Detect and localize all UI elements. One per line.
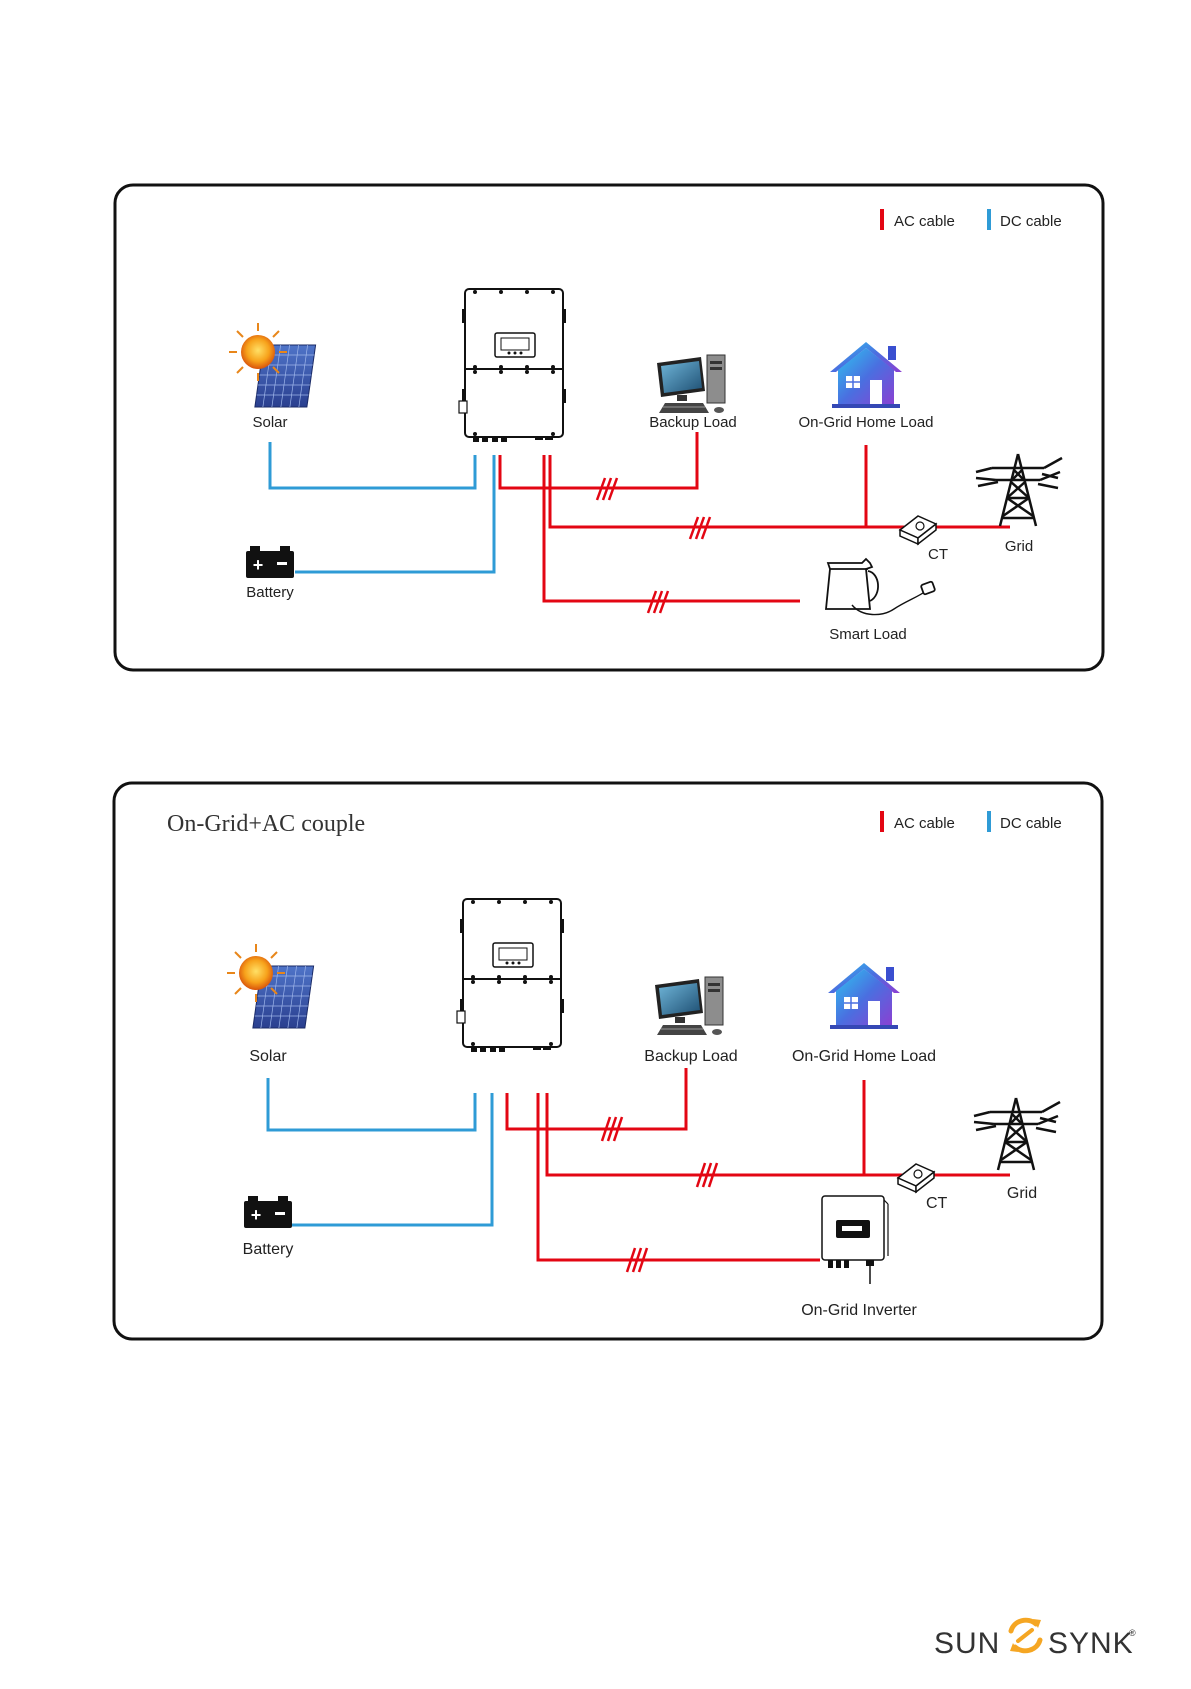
ac-cable-legend-swatch [880, 209, 884, 230]
ac-cable-legend-label: AC cable [894, 213, 955, 230]
ac-phase-marks-2 [602, 1117, 717, 1272]
logo-text-left: SUN [934, 1627, 1000, 1660]
house-icon [830, 342, 902, 408]
diagram-2: On-Grid+AC couple AC cable DC cable Sola… [114, 783, 1102, 1339]
grid-label: Grid [1005, 538, 1033, 555]
dc-cables-2 [268, 1078, 492, 1225]
legend-2: AC cable DC cable [880, 811, 1062, 832]
solar-panel-icon [227, 944, 314, 1028]
pylon-icon [974, 1098, 1060, 1170]
dc-cable-legend-label: DC cable [1000, 815, 1062, 832]
backup-load-label: Backup Load [644, 1048, 737, 1065]
phase-mark [697, 1163, 717, 1187]
ac-cables-2 [507, 1068, 1010, 1260]
legend-1: AC cable DC cable [880, 209, 1062, 230]
diagram-1: AC cable DC cable Solar Battery Backup L… [115, 185, 1103, 670]
logo-mark-icon [1010, 1619, 1041, 1652]
battery-icon [246, 546, 294, 578]
smart-load-label: Smart Load [829, 626, 907, 643]
dc-cable-legend-swatch [987, 811, 991, 832]
kettle-icon [826, 559, 935, 615]
ct-label: CT [928, 546, 948, 563]
battery-icon [244, 1196, 292, 1228]
house-icon [828, 963, 900, 1029]
home-load-label: On-Grid Home Load [792, 1048, 936, 1065]
computer-icon [657, 355, 725, 413]
battery-label: Battery [246, 584, 294, 601]
hybrid-inverter-icon [457, 899, 564, 1052]
ac-cable-legend-label: AC cable [894, 815, 955, 832]
phase-mark [648, 591, 668, 613]
ct-label: CT [926, 1195, 948, 1212]
ac-cables-1 [500, 432, 1010, 601]
solar-dc-cable [270, 442, 475, 488]
hybrid-inverter-icon [459, 289, 566, 442]
dc-cables-1 [270, 442, 494, 572]
computer-icon [655, 977, 723, 1035]
battery-label: Battery [243, 1241, 294, 1258]
solar-label: Solar [252, 414, 287, 431]
dc-cable-legend-swatch [987, 209, 991, 230]
battery-dc-cable [292, 1093, 492, 1225]
solar-label: Solar [249, 1048, 287, 1065]
dc-cable-legend-label: DC cable [1000, 213, 1062, 230]
phase-mark [627, 1248, 647, 1272]
on-grid-inverter-icon [822, 1196, 888, 1284]
ac-cable-legend-swatch [880, 811, 884, 832]
home-load-label: On-Grid Home Load [798, 414, 933, 431]
phase-mark [690, 517, 710, 539]
battery-dc-cable [295, 455, 494, 572]
phase-mark [597, 478, 617, 500]
ct-clamp-icon [898, 1164, 934, 1192]
sunsynk-logo: SUN SYNK ® [934, 1619, 1136, 1660]
on-grid-inverter-label: On-Grid Inverter [801, 1302, 917, 1319]
phase-mark [602, 1117, 622, 1141]
pylon-icon [976, 454, 1062, 526]
solar-panel-icon [229, 323, 316, 407]
ct-clamp-icon [900, 516, 936, 544]
solar-dc-cable [268, 1078, 475, 1130]
grid-label: Grid [1007, 1185, 1037, 1202]
backup-load-ac-cable [507, 1068, 686, 1129]
ac-phase-marks-1 [597, 478, 710, 613]
backup-load-label: Backup Load [649, 414, 737, 431]
diagram-2-title: On-Grid+AC couple [167, 811, 365, 837]
logo-text-right: SYNK [1048, 1627, 1134, 1660]
grid-ac-cable [550, 455, 1010, 527]
logo-registered-mark: ® [1129, 1628, 1136, 1638]
backup-load-ac-cable [500, 432, 697, 488]
